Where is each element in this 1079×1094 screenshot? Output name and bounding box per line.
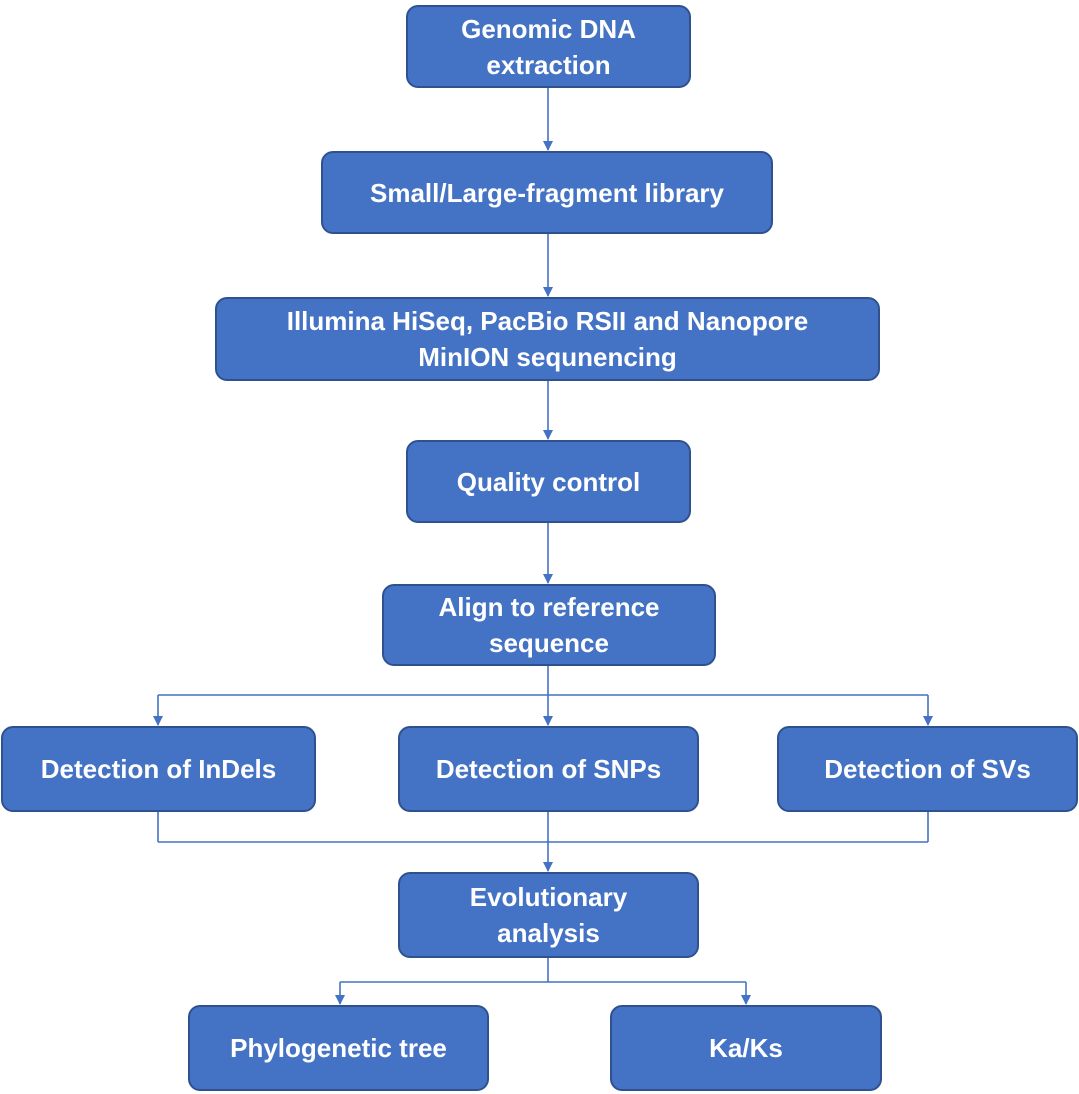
- node-phylogenetic-tree: Phylogenetic tree: [188, 1005, 489, 1091]
- node-detection-indels: Detection of InDels: [1, 726, 316, 812]
- node-label: Evolutionary analysis: [469, 882, 628, 948]
- node-label: Quality control: [456, 466, 641, 497]
- node-label: Detection of InDels: [40, 754, 277, 784]
- node-sequencing: Illumina HiSeq, PacBio RSII and Nanopore…: [215, 297, 880, 381]
- node-fragment-library: Small/Large-fragment library: [321, 151, 773, 234]
- node-label: Detection of SVs: [824, 754, 1031, 784]
- node-label: Small/Large-fragment library: [370, 177, 724, 208]
- node-label: Genomic DNA extraction: [461, 13, 636, 80]
- node-label: Ka/Ks: [709, 1033, 783, 1063]
- node-label: Illumina HiSeq, PacBio RSII and Nanopore…: [286, 306, 809, 372]
- node-ka-ks: Ka/Ks: [610, 1005, 882, 1091]
- node-quality-control: Quality control: [406, 440, 691, 523]
- node-genomic-dna-extraction: Genomic DNA extraction: [406, 5, 691, 88]
- node-align-to-reference: Align to reference sequence: [382, 584, 716, 666]
- node-evolutionary-analysis: Evolutionary analysis: [398, 872, 699, 958]
- node-detection-svs: Detection of SVs: [777, 726, 1078, 812]
- node-detection-snps: Detection of SNPs: [398, 726, 699, 812]
- node-label: Phylogenetic tree: [230, 1033, 447, 1063]
- node-label: Detection of SNPs: [435, 754, 662, 784]
- node-label: Align to reference sequence: [438, 592, 660, 658]
